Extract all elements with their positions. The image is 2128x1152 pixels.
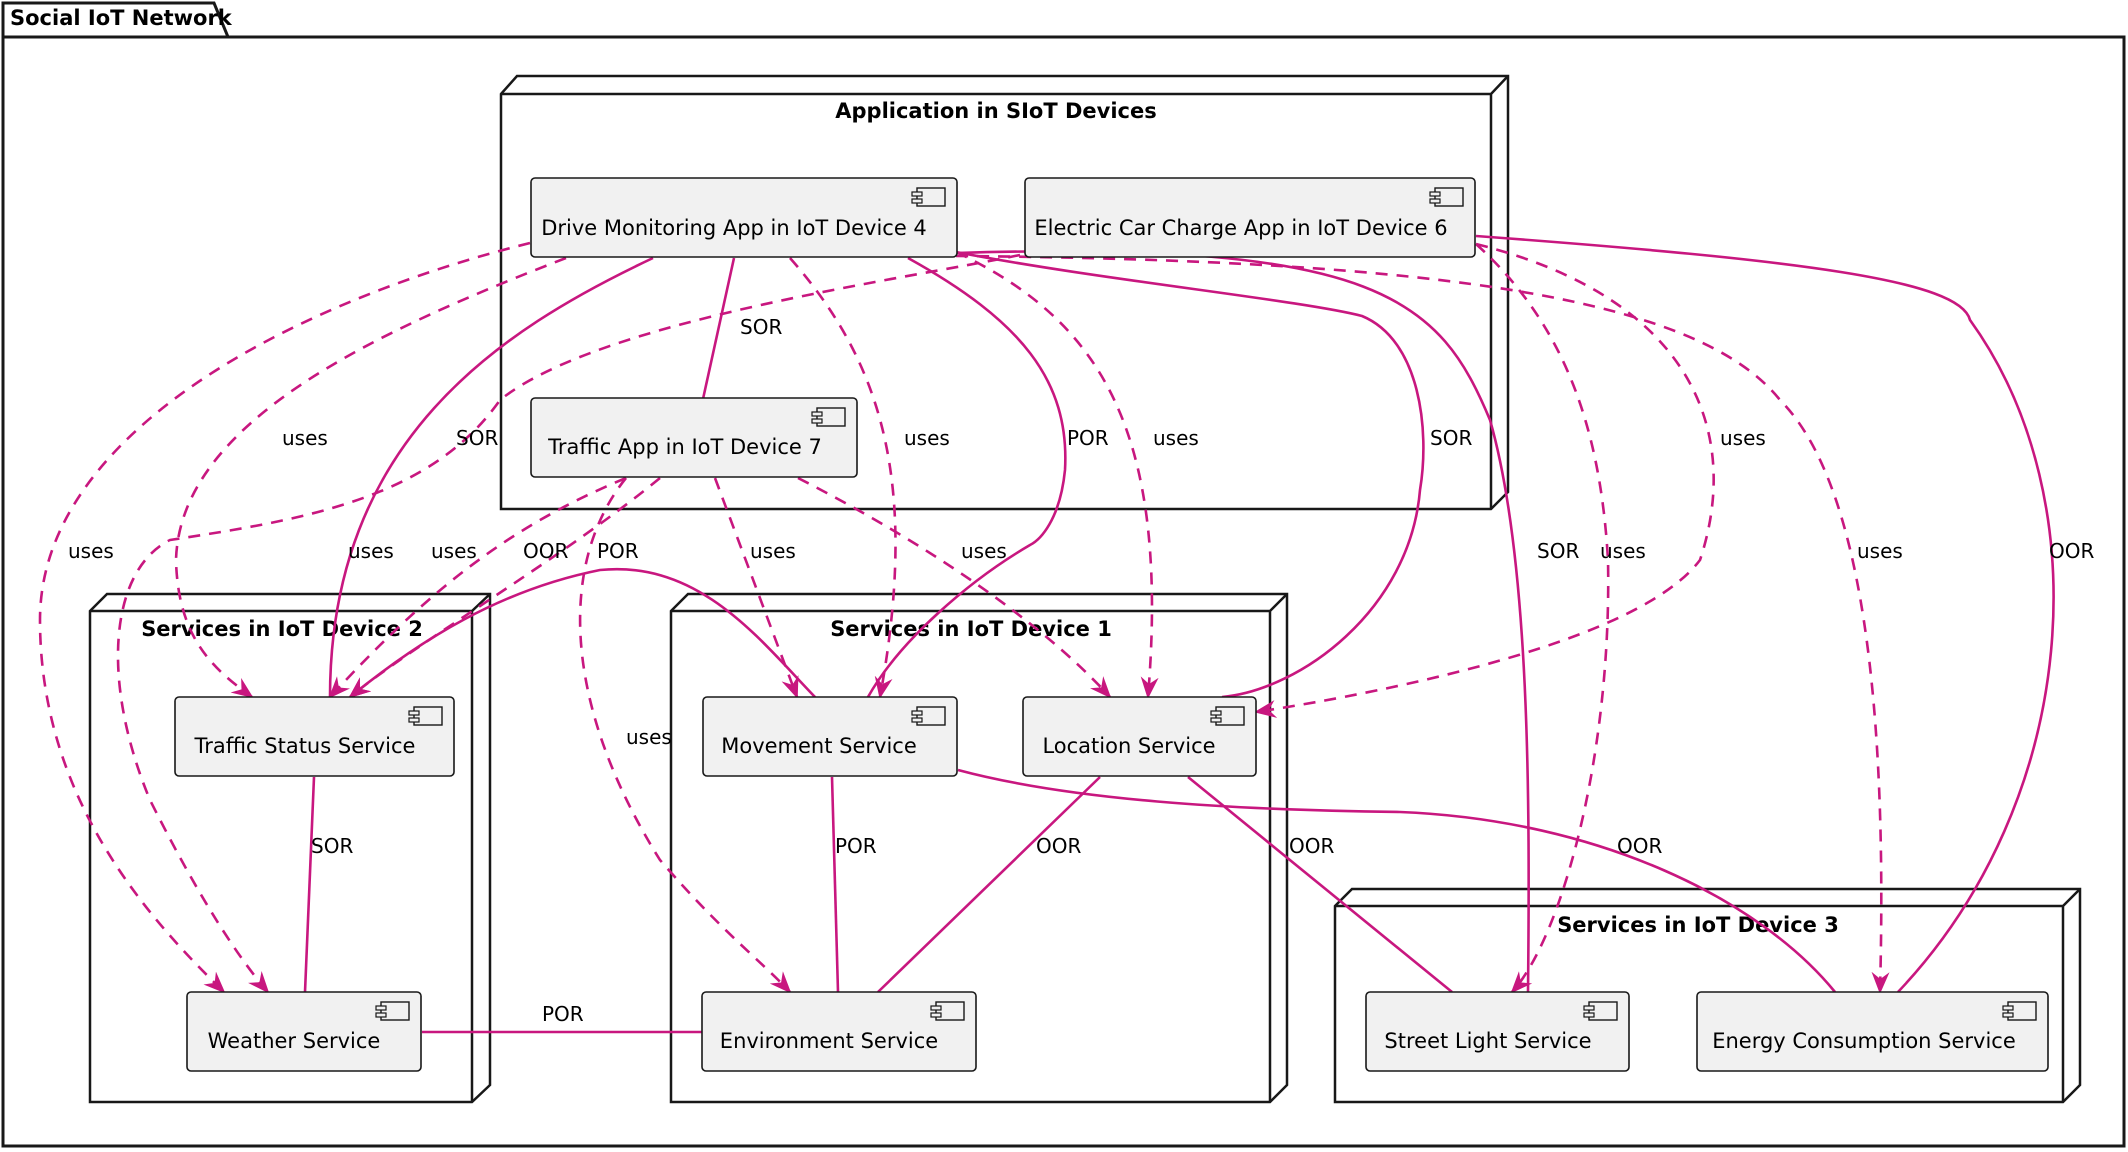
component-label: Street Light Service [1384, 1029, 1591, 1053]
edge-drive-location-sor [955, 250, 1425, 699]
edge-label-sor: SOR [740, 315, 782, 339]
edge-label-uses: uses [750, 539, 796, 563]
uml-component-icon [1583, 1001, 1618, 1021]
edges [38, 234, 2055, 1034]
edge-location-environment-oor [877, 776, 1101, 993]
edge-drive-movement-uses [789, 257, 897, 699]
component-electric-car-charge-app[interactable]: Electric Car Charge App in IoT Device 6 [1024, 177, 1476, 258]
edge-label-uses: uses [961, 539, 1007, 563]
uml-component-icon [1429, 187, 1464, 207]
component-energy-consumption-service[interactable]: Energy Consumption Service [1696, 991, 2049, 1072]
edge-drive-weather-uses [38, 241, 531, 994]
component-label: Traffic App in IoT Device 7 [547, 435, 822, 459]
edge-echarge-weather-uses [116, 253, 1021, 994]
edge-label-uses: uses [1600, 539, 1646, 563]
uml-component-icon [811, 407, 846, 427]
edge-label-sor: SOR [1537, 539, 1579, 563]
edge-drive-location-uses [955, 250, 1159, 699]
component-traffic-app[interactable]: Traffic App in IoT Device 7 [530, 397, 858, 478]
edge-trafficapp-trafficstatus-uses [328, 476, 627, 699]
uml-component-icon [911, 187, 946, 207]
edge-label-oor: OOR [1036, 834, 1081, 858]
edge-label-uses: uses [1857, 539, 1903, 563]
edge-label-por: POR [542, 1002, 584, 1026]
edge-label-uses: uses [348, 539, 394, 563]
edge-drive-movement-por [866, 256, 1067, 698]
edge-movement-trafficstatus [348, 567, 816, 699]
edge-label-oor: OOR [2049, 539, 2094, 563]
edge-label-oor: OOR [523, 539, 568, 563]
uml-component-icon [930, 1001, 965, 1021]
component-environment-service[interactable]: Environment Service [701, 991, 977, 1072]
edge-movement-environment-por [830, 776, 840, 993]
edge-label-oor: OOR [1289, 834, 1334, 858]
edge-labels: SOR uses SOR uses POR uses SOR uses uses… [68, 315, 2094, 1026]
edge-drive-trafficstatus-uses [174, 256, 567, 699]
uml-component-icon [2002, 1001, 2037, 1021]
edge-trafficapp-movement-uses [713, 477, 799, 699]
edge-label-uses: uses [282, 426, 328, 450]
uml-component-icon [911, 706, 946, 726]
component-label: Traffic Status Service [194, 734, 416, 758]
component-label: Drive Monitoring App in IoT Device 4 [541, 216, 927, 240]
node-device3-title: Services in IoT Device 3 [1557, 913, 1839, 937]
component-label: Location Service [1042, 734, 1215, 758]
component-label: Movement Service [721, 734, 917, 758]
edge-echarge-energy-oor [1475, 234, 2055, 993]
edge-label-uses: uses [904, 426, 950, 450]
edge-drive-energy-uses [955, 254, 1890, 994]
component-label: Weather Service [208, 1029, 381, 1053]
component-movement-service[interactable]: Movement Service [702, 696, 958, 777]
component-street-light-service[interactable]: Street Light Service [1365, 991, 1630, 1072]
edge-label-uses: uses [1153, 426, 1199, 450]
edge-label-por: POR [835, 834, 877, 858]
edge-label-por: POR [597, 539, 639, 563]
component-weather-service[interactable]: Weather Service [186, 991, 422, 1072]
edge-drive-trafficstatus-sor [328, 256, 654, 698]
edge-label-por: POR [1067, 426, 1109, 450]
package-title: Social IoT Network [10, 6, 233, 30]
edge-drive-streetlight-sor [955, 249, 1530, 993]
component-location-service[interactable]: Location Service [1022, 696, 1257, 777]
edge-echarge-location-uses [1254, 242, 1715, 718]
uml-component-icon [1210, 706, 1245, 726]
edge-trafficapp-location-uses [797, 476, 1112, 699]
edge-label-sor: SOR [456, 426, 498, 450]
edge-label-uses: uses [68, 539, 114, 563]
edge-trafficstatus-weather-sor [303, 776, 316, 993]
edge-drive-trafficapp-sor [701, 257, 736, 400]
edge-trafficapp-environment-uses [578, 477, 792, 994]
edge-movement-energy-oor [957, 768, 1837, 993]
node-device1-title: Services in IoT Device 1 [830, 617, 1112, 641]
edge-label-oor: OOR [1617, 834, 1662, 858]
component-drive-monitoring-app[interactable]: Drive Monitoring App in IoT Device 4 [530, 177, 958, 258]
edge-label-uses: uses [1720, 426, 1766, 450]
edge-location-streetlight-oor [1187, 775, 1453, 994]
node-application-title: Application in SIoT Devices [835, 99, 1156, 123]
node-device2-title: Services in IoT Device 2 [141, 617, 423, 641]
edge-label-uses: uses [431, 539, 477, 563]
component-label: Environment Service [720, 1029, 938, 1053]
component-label: Energy Consumption Service [1712, 1029, 2016, 1053]
uml-component-icon [408, 706, 443, 726]
edge-echarge-streetlight-uses [1475, 243, 1610, 994]
edge-label-uses: uses [626, 725, 672, 749]
component-label: Electric Car Charge App in IoT Device 6 [1034, 216, 1447, 240]
uml-component-icon [375, 1001, 410, 1021]
edge-label-sor: SOR [311, 834, 353, 858]
edge-label-sor: SOR [1430, 426, 1472, 450]
component-traffic-status-service[interactable]: Traffic Status Service [174, 696, 455, 777]
